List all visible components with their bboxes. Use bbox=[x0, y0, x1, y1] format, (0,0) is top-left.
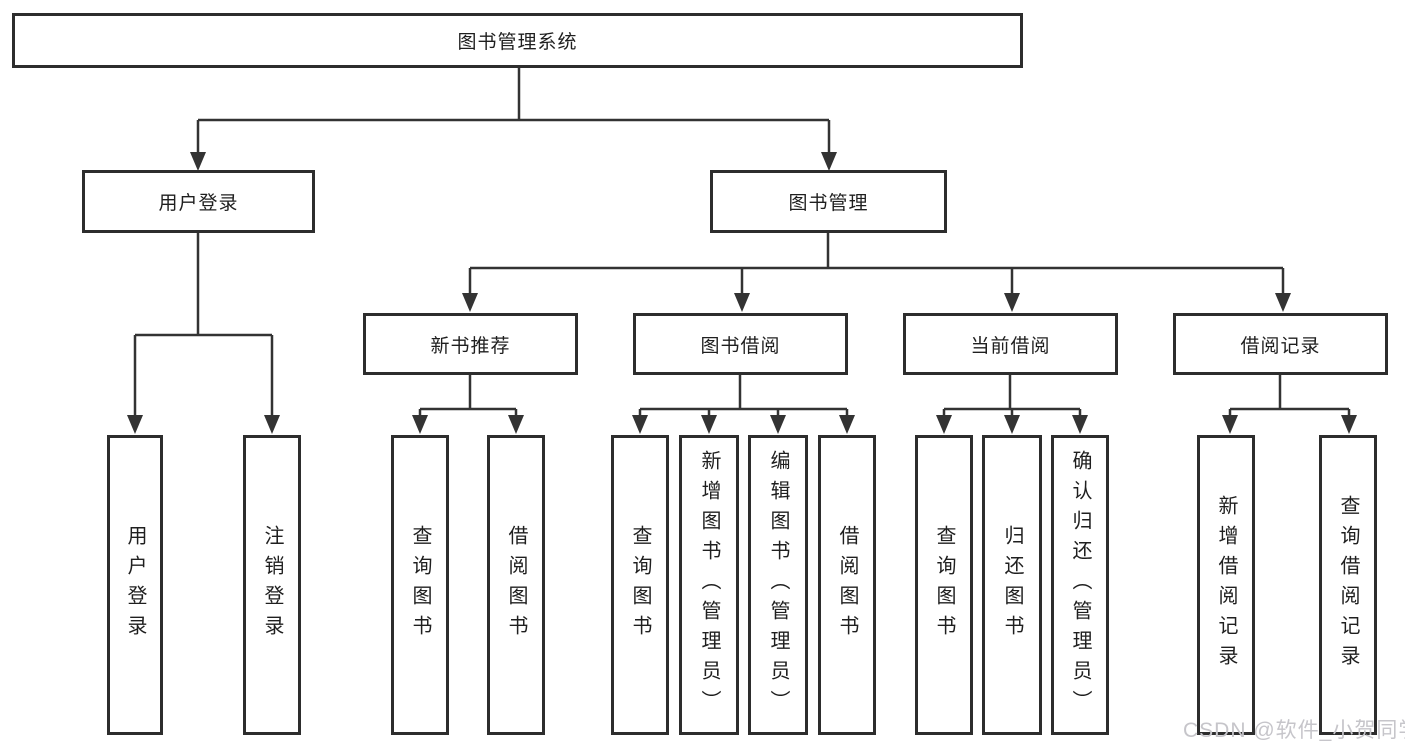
leaf-user-login: 用户登录 bbox=[107, 435, 163, 735]
leaf-borrow-books: 借阅图书 bbox=[818, 435, 876, 735]
node-label: 借阅记录 bbox=[1240, 335, 1321, 357]
leaf-query-books-current: 查询图书 bbox=[915, 435, 973, 735]
node-book-borrowing: 图书借阅 bbox=[633, 313, 848, 375]
node-borrowing-records: 借阅记录 bbox=[1173, 313, 1388, 375]
arrowhead-icon bbox=[936, 415, 952, 434]
node-book-management: 图书管理 bbox=[710, 170, 947, 233]
leaf-confirm-return-admin: 确认归还（管理员） bbox=[1051, 435, 1109, 735]
leaf-add-borrow-record: 新增借阅记录 bbox=[1197, 435, 1255, 735]
arrowhead-icon bbox=[1275, 293, 1291, 312]
arrowhead-icon bbox=[1004, 415, 1020, 434]
leaf-query-books-borrow: 查询图书 bbox=[611, 435, 669, 735]
node-label: 当前借阅 bbox=[970, 335, 1051, 357]
arrowhead-icon bbox=[1004, 293, 1020, 312]
leaf-label: 用户登录 bbox=[124, 525, 146, 645]
leaf-label: 新增借阅记录 bbox=[1215, 495, 1237, 675]
node-label: 图书管理 bbox=[788, 193, 869, 214]
node-label: 新书推荐 bbox=[430, 335, 511, 357]
leaf-borrow-books-recommend: 借阅图书 bbox=[487, 435, 545, 735]
arrowhead-icon bbox=[770, 415, 786, 434]
leaf-label: 查询图书 bbox=[409, 525, 431, 645]
arrowhead-icon bbox=[821, 152, 837, 171]
node-label: 图书管理系统 bbox=[457, 32, 578, 53]
leaf-query-books-recommend: 查询图书 bbox=[391, 435, 449, 735]
leaf-label: 借阅图书 bbox=[836, 525, 858, 645]
arrowhead-icon bbox=[1341, 415, 1357, 434]
leaf-return-books: 归还图书 bbox=[982, 435, 1042, 735]
csdn-watermark: CSDN @软件_小贺同学 bbox=[1183, 719, 1405, 742]
leaf-label: 查询借阅记录 bbox=[1337, 495, 1359, 675]
arrowhead-icon bbox=[462, 293, 478, 312]
leaf-label: 编辑图书（管理员） bbox=[767, 450, 789, 720]
arrowhead-icon bbox=[264, 415, 280, 434]
leaf-logout: 注销登录 bbox=[243, 435, 301, 735]
leaf-label: 新增图书（管理员） bbox=[698, 450, 720, 720]
node-current-borrowing: 当前借阅 bbox=[903, 313, 1118, 375]
arrowhead-icon bbox=[1222, 415, 1238, 434]
leaf-label: 确认归还（管理员） bbox=[1069, 450, 1091, 720]
node-label: 图书借阅 bbox=[700, 335, 781, 357]
leaf-edit-books-admin: 编辑图书（管理员） bbox=[748, 435, 808, 735]
leaf-label: 注销登录 bbox=[261, 525, 283, 645]
node-library-management-system: 图书管理系统 bbox=[12, 13, 1023, 68]
leaf-add-books-admin: 新增图书（管理员） bbox=[679, 435, 739, 735]
arrowhead-icon bbox=[632, 415, 648, 434]
arrowhead-icon bbox=[1072, 415, 1088, 434]
arrowhead-icon bbox=[839, 415, 855, 434]
leaf-label: 归还图书 bbox=[1001, 525, 1023, 645]
arrowhead-icon bbox=[412, 415, 428, 434]
arrowhead-icon bbox=[734, 293, 750, 312]
arrowhead-icon bbox=[508, 415, 524, 434]
arrowhead-icon bbox=[701, 415, 717, 434]
arrowhead-icon bbox=[190, 152, 206, 171]
leaf-label: 借阅图书 bbox=[505, 525, 527, 645]
node-label: 用户登录 bbox=[158, 193, 239, 214]
arrowhead-icon bbox=[127, 415, 143, 434]
node-user-login: 用户登录 bbox=[82, 170, 315, 233]
leaf-label: 查询图书 bbox=[629, 525, 651, 645]
node-new-book-recommendation: 新书推荐 bbox=[363, 313, 578, 375]
leaf-label: 查询图书 bbox=[933, 525, 955, 645]
leaf-query-borrow-record: 查询借阅记录 bbox=[1319, 435, 1377, 735]
